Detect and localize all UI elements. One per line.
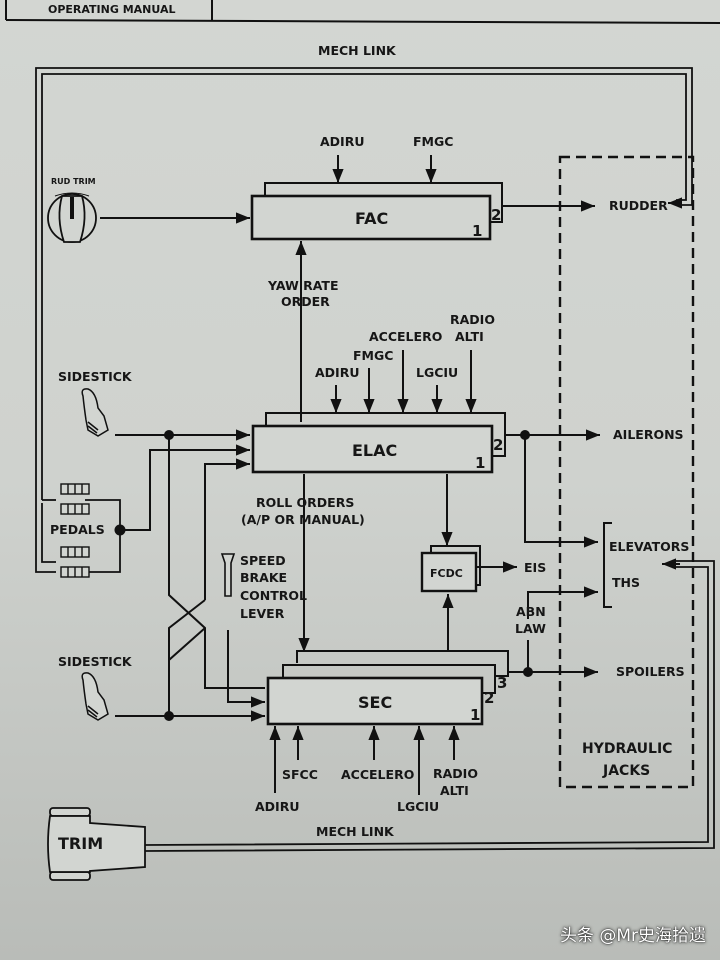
watermark: 头条 @Mr史海拾遗 (559, 926, 706, 946)
surface-elevators: ELEVATORS (609, 539, 689, 554)
elac-unit-1: 1 (475, 454, 485, 472)
speed-brake-line2: BRAKE (240, 570, 287, 585)
sec-block (266, 650, 509, 726)
hydraulic-jacks-line2: JACKS (602, 763, 650, 779)
elac-input-lgciu: LGCIU (416, 365, 458, 380)
pedals-icon (60, 483, 90, 578)
roll-orders-sub-label: (A/P OR MANUAL) (241, 512, 365, 527)
fcdc-title: FCDC (430, 567, 463, 580)
sec-input-accelero: ACCELERO (341, 767, 414, 782)
sidestick-top-icon (81, 388, 109, 437)
sec-unit-3: 3 (497, 674, 507, 692)
pedals-wiring (35, 499, 121, 573)
trim-wheel-icon (47, 807, 146, 881)
surface-ailerons: AILERONS (613, 427, 684, 442)
surface-rudder: RUDDER (609, 198, 668, 213)
sidestick-bottom-icon (81, 672, 109, 721)
sec-input-radio: RADIO (433, 766, 478, 781)
hydraulic-jacks-box (558, 155, 695, 789)
sec-input-lgciu: LGCIU (397, 799, 439, 814)
fac-unit-1: 1 (472, 222, 482, 240)
sec-input-adiru: ADIRU (255, 799, 299, 814)
sec-unit-2: 2 (484, 689, 494, 707)
fcdc-output-eis: EIS (524, 560, 546, 575)
sec-unit-1: 1 (470, 706, 480, 724)
sidestick-top-label: SIDESTICK (58, 369, 133, 384)
speed-brake-lever-icon (220, 553, 236, 597)
elac-block (251, 412, 506, 474)
elac-input-accelero: ACCELERO (369, 329, 442, 344)
elac-unit-2: 2 (493, 436, 503, 454)
elac-input-fmgc: FMGC (353, 348, 393, 363)
sec-input-sfcc: SFCC (282, 767, 318, 782)
abn-law-line2: LAW (515, 621, 546, 636)
hydraulic-jacks-line1: HYDRAULIC (582, 741, 672, 757)
pedals-label: PEDALS (50, 522, 105, 537)
fcdc-block (420, 545, 481, 593)
speed-brake-line4: LEVER (240, 606, 285, 621)
fac-unit-2: 2 (491, 206, 501, 224)
elac-title: ELAC (352, 441, 397, 460)
fac-input-adiru: ADIRU (320, 134, 364, 149)
elac-input-adiru: ADIRU (315, 365, 359, 380)
sidestick-bottom-label: SIDESTICK (58, 654, 133, 669)
rud-trim-label: RUD TRIM (51, 177, 96, 186)
surface-spoilers: SPOILERS (616, 664, 685, 679)
abn-law-line1: ABN (516, 604, 546, 619)
fac-title: FAC (355, 209, 388, 228)
mech-link-top-label: MECH LINK (318, 43, 397, 58)
trim-label: TRIM (58, 834, 103, 853)
sec-input-alti: ALTI (440, 783, 469, 798)
sec-title: SEC (358, 693, 392, 712)
labels: OPERATING MANUAL MECH LINK MECH LINK RUD… (48, 3, 689, 853)
elac-input-alti: ALTI (455, 329, 484, 344)
fac-block (250, 182, 503, 241)
mech-link-bottom-label: MECH LINK (316, 824, 395, 839)
speed-brake-line1: SPEED (240, 553, 286, 568)
mech-link-top-line (35, 67, 693, 500)
rud-trim-knob-icon (47, 192, 97, 243)
fac-input-fmgc: FMGC (413, 134, 453, 149)
yaw-rate-label: YAW RATE (267, 278, 339, 293)
roll-orders-label: ROLL ORDERS (256, 495, 354, 510)
elac-input-radio: RADIO (450, 312, 495, 327)
surface-ths: THS (612, 575, 640, 590)
header-table (5, 0, 720, 24)
header-left-title: OPERATING MANUAL (48, 3, 176, 16)
yaw-order-label: ORDER (281, 294, 330, 309)
speed-brake-line3: CONTROL (240, 588, 307, 603)
mech-link-bottom-line (144, 560, 715, 852)
